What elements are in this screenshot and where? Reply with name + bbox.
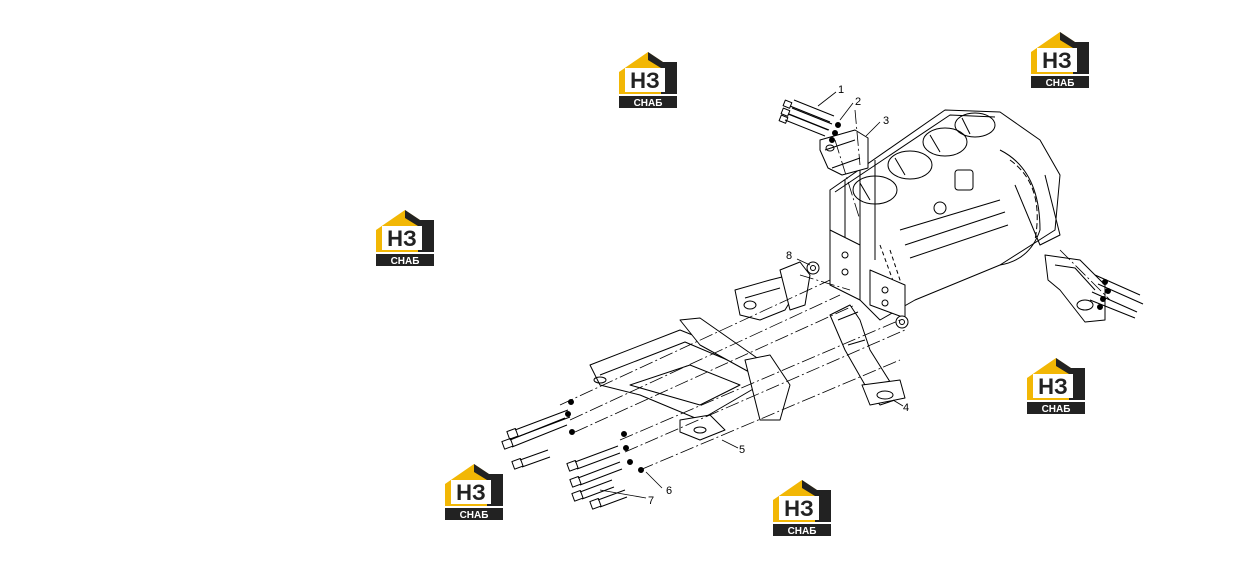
engine-block	[829, 109, 1061, 321]
logo-word: СНАБ	[634, 98, 663, 109]
alignment-lines	[559, 109, 1111, 471]
leader-lines	[599, 91, 904, 499]
callout-7: 7	[648, 495, 654, 507]
washers-2	[829, 122, 841, 143]
logo-word: СНАБ	[1046, 78, 1075, 89]
washers-6	[565, 399, 644, 473]
logo-letters: НЗ	[456, 480, 486, 505]
logo-letters: НЗ	[784, 496, 814, 521]
logo-word: СНАБ	[460, 510, 489, 521]
logo-word: СНАБ	[391, 256, 420, 267]
bracket-4	[829, 304, 906, 406]
callout-8: 8	[786, 250, 792, 262]
nz-snab-logo-3: НЗ СНАБ	[376, 210, 434, 267]
logo-word: СНАБ	[788, 526, 817, 537]
logo-letters: НЗ	[1042, 48, 1072, 73]
lower-bolts	[501, 409, 628, 510]
logo-letters: НЗ	[387, 226, 417, 251]
nut-8	[806, 261, 820, 275]
nz-snab-logo-2: НЗ СНАБ	[1031, 32, 1089, 89]
callout-6: 6	[666, 485, 672, 497]
callout-3: 3	[883, 115, 889, 127]
callout-2: 2	[855, 96, 861, 108]
nz-snab-logo-1: НЗ СНАБ	[619, 52, 677, 109]
callout-1: 1	[838, 84, 844, 96]
nut-right	[895, 315, 909, 329]
right-bracket	[1044, 254, 1144, 323]
bracket-upper	[734, 261, 811, 321]
frame-plate-5	[589, 317, 791, 441]
callout-5: 5	[739, 444, 745, 456]
logo-letters: НЗ	[1038, 374, 1068, 399]
callout-numbers: 1 2 3 4 5 6 7 8	[648, 84, 909, 507]
callout-4: 4	[903, 402, 909, 414]
nz-snab-logo-6: НЗ СНАБ	[773, 480, 831, 537]
bolts-1	[778, 99, 835, 137]
logo-word: СНАБ	[1042, 404, 1071, 415]
logo-letters: НЗ	[630, 68, 660, 93]
nz-snab-logo-5: НЗ СНАБ	[445, 464, 503, 521]
nz-snab-logo-4: НЗ СНАБ	[1027, 358, 1085, 415]
